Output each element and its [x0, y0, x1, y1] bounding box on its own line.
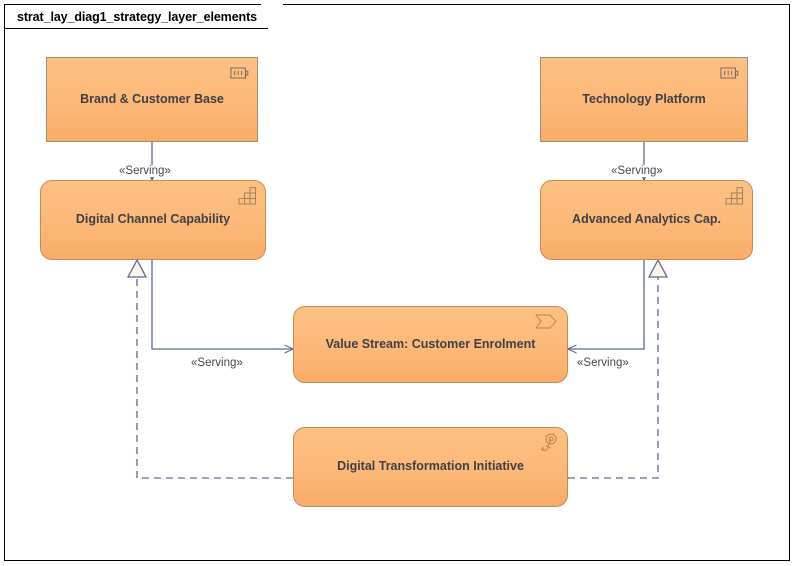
element-label: Advanced Analytics Cap.: [572, 212, 721, 227]
tab-slant-edge: [261, 4, 283, 29]
connector-serving-analytics-to-value-stream[interactable]: [568, 260, 645, 349]
element-advanced-analytics-capability[interactable]: Advanced Analytics Cap.: [540, 180, 753, 260]
course-of-action-icon: [540, 433, 557, 452]
tab-body: strat_lay_diag1_strategy_layer_elements: [4, 4, 261, 29]
element-label: Brand & Customer Base: [80, 91, 224, 106]
connector-serving-digital-channel-to-value-stream[interactable]: [151, 260, 293, 349]
element-brand-customer-base[interactable]: Brand & Customer Base: [46, 57, 258, 142]
tab-underline: [4, 28, 268, 29]
element-label: Technology Platform: [582, 91, 706, 106]
element-label: Digital Transformation Initiative: [337, 459, 524, 474]
element-label: Digital Channel Capability: [75, 212, 231, 227]
capability-icon: [238, 187, 257, 205]
resource-icon: [720, 67, 739, 79]
relation-label-serving-brand-to-digital-channel: «Serving»: [116, 165, 174, 177]
relation-label-serving-digital-channel-to-value-stream: «Serving»: [188, 357, 246, 369]
relation-label-serving-analytics-to-value-stream: «Serving»: [574, 357, 632, 369]
element-digital-channel-capability[interactable]: Digital Channel Capability: [40, 180, 266, 260]
diagram-title-label: strat_lay_diag1_strategy_layer_elements: [17, 10, 257, 24]
connector-realization-initiative-to-analytics[interactable]: [568, 277, 659, 479]
element-technology-platform[interactable]: Technology Platform: [540, 57, 748, 142]
resource-icon: [230, 67, 249, 79]
capability-icon: [725, 187, 744, 205]
connector-realization-initiative-to-digital-channel[interactable]: [136, 277, 293, 479]
element-label: Value Stream: Customer Enrolment: [325, 336, 536, 351]
realization-triangle-left: [126, 258, 148, 278]
element-digital-transformation-initiative[interactable]: Digital Transformation Initiative: [293, 427, 568, 507]
realization-triangle-right: [647, 258, 669, 278]
value-stream-icon: [535, 314, 557, 329]
element-value-stream-customer-enrolment[interactable]: Value Stream: Customer Enrolment: [293, 306, 568, 383]
diagram-title-tab[interactable]: strat_lay_diag1_strategy_layer_elements: [4, 4, 283, 29]
relation-label-serving-techplatform-to-analytics: «Serving»: [608, 165, 666, 177]
